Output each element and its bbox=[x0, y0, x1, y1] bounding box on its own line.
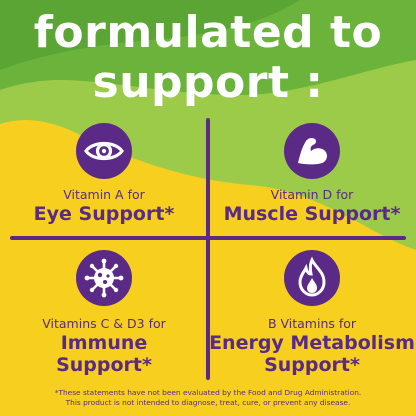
muscle-support-subtitle: Vitamin D for bbox=[270, 187, 354, 202]
headline-line-1: formulated to bbox=[33, 7, 383, 58]
muscle-support-title: Muscle Support* bbox=[223, 203, 401, 225]
immune-support-title-line-1: Immune bbox=[60, 332, 148, 354]
muscle-support-benefit: Vitamin D for Muscle Support* bbox=[208, 123, 416, 225]
headline: formulated to support : bbox=[0, 8, 416, 108]
eye-icon bbox=[76, 123, 132, 179]
energy-metabolism-title-line-1: Energy Metabolism bbox=[209, 332, 415, 354]
flame-icon bbox=[284, 250, 340, 306]
energy-metabolism-title-line-2: Support* bbox=[264, 354, 360, 376]
disclaimer-line-2: This product is not intended to diagnose… bbox=[65, 398, 351, 407]
flexed-bicep-icon bbox=[284, 123, 340, 179]
eye-support-subtitle: Vitamin A for bbox=[63, 187, 145, 202]
vertical-divider bbox=[206, 118, 210, 380]
eye-support-benefit: Vitamin A for Eye Support* bbox=[0, 123, 208, 225]
headline-line-2: support : bbox=[92, 57, 324, 108]
energy-metabolism-subtitle: B Vitamins for bbox=[267, 316, 357, 331]
eye-support-title: Eye Support* bbox=[33, 203, 175, 225]
horizontal-divider bbox=[10, 236, 406, 240]
virus-icon bbox=[76, 250, 132, 306]
energy-metabolism-benefit: B Vitamins for Energy Metabolism Support… bbox=[208, 250, 416, 376]
fda-disclaimer: *These statements have not been evaluate… bbox=[0, 388, 416, 408]
immune-support-title-line-2: Support* bbox=[56, 354, 152, 376]
disclaimer-line-1: *These statements have not been evaluate… bbox=[54, 388, 362, 397]
immune-support-benefit: Vitamins C & D3 for Immune Support* bbox=[0, 250, 208, 376]
immune-support-subtitle: Vitamins C & D3 for bbox=[42, 316, 166, 331]
